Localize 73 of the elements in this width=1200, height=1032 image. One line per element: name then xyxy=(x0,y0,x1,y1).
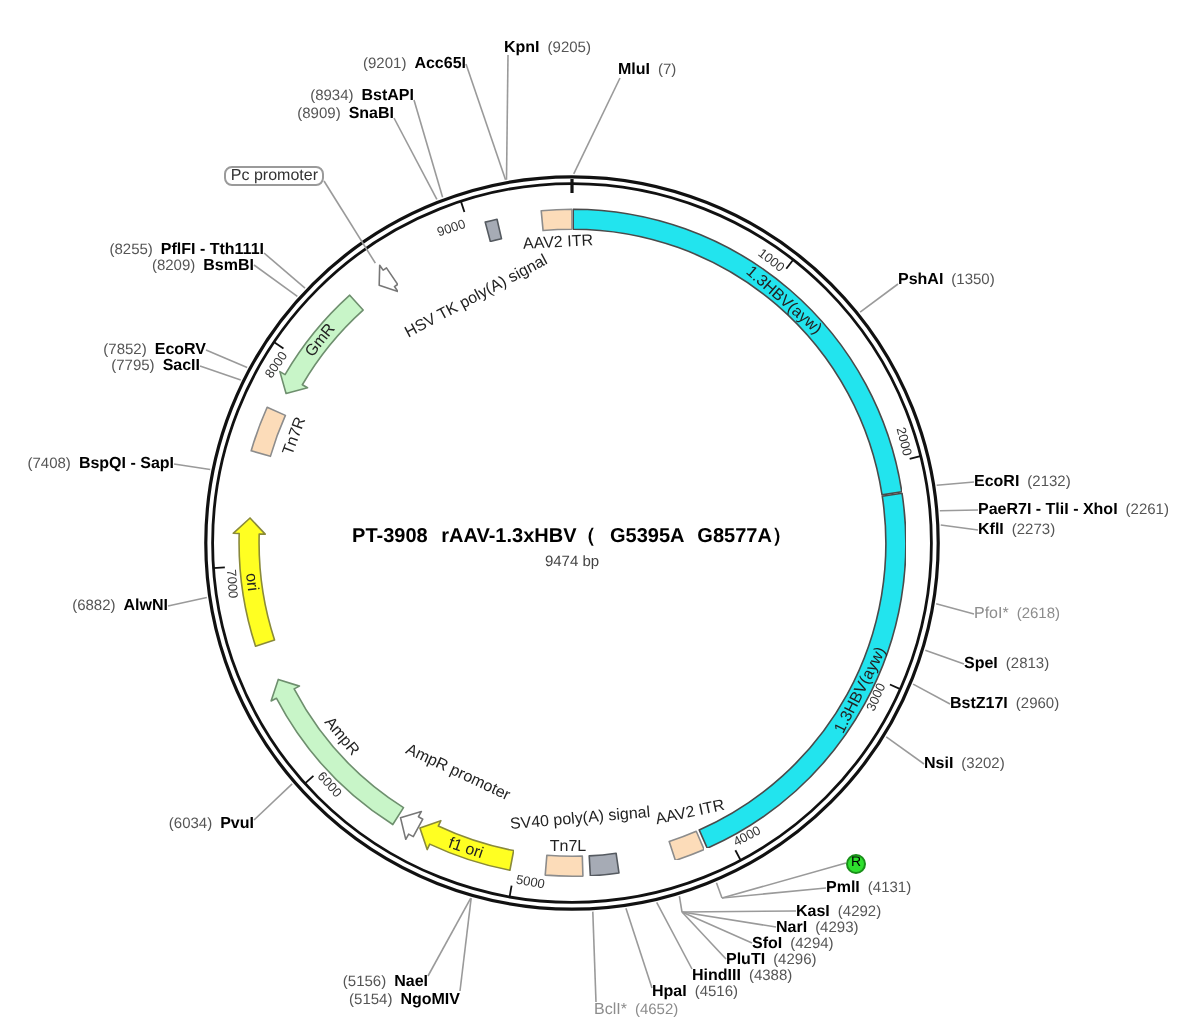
enzyme-name: NsiI xyxy=(924,756,954,772)
leader-line xyxy=(678,895,683,913)
leader-line xyxy=(263,252,306,289)
enzyme-name: SpeI xyxy=(964,656,998,672)
enzyme-name: NarI xyxy=(776,919,808,935)
enzyme-name: EcoRV xyxy=(154,342,206,358)
enzyme-name: SfoI xyxy=(752,935,783,951)
callout-label: Pc promoter xyxy=(224,165,324,185)
leader-line xyxy=(592,910,597,1003)
enzyme-name: PaeR7I - TliI - XhoI xyxy=(978,502,1118,518)
feature-label: AAV2 ITR xyxy=(653,795,727,829)
feature-label: AAV2 ITR xyxy=(522,231,594,253)
feature-label: SV40 poly(A) signal xyxy=(509,802,651,834)
map-title: PT-3908 rAAV-1.3xHBV（ G5395A G8577A） xyxy=(352,526,792,550)
enzyme-name: BspQI - SapI xyxy=(78,456,174,472)
enzyme-name: NaeI xyxy=(394,974,428,990)
leader-line xyxy=(505,54,509,181)
leader-line xyxy=(393,117,438,201)
enzyme-name: AlwNI xyxy=(123,598,168,614)
enzyme-name: HindIII xyxy=(692,967,741,983)
leader-line xyxy=(199,365,242,381)
feature-label: f1 ori xyxy=(447,834,487,863)
leader-line xyxy=(625,907,653,989)
leader-line xyxy=(715,882,723,899)
enzyme-name: SnaBI xyxy=(348,106,394,122)
leader-line xyxy=(253,264,299,298)
leader-line xyxy=(167,596,208,607)
enzyme-name: SacII xyxy=(162,358,200,374)
enzyme-name: EcoRI xyxy=(974,474,1020,490)
enzyme-name: PfoI* xyxy=(974,606,1009,622)
enzyme-name: Acc65I xyxy=(414,56,466,72)
enzyme-name: KflI xyxy=(978,522,1004,538)
leader-line xyxy=(681,911,777,928)
enzyme-name: BclI* xyxy=(594,1002,627,1018)
enzyme-name: PvuI xyxy=(220,816,254,832)
leader-line xyxy=(935,481,975,487)
leader-line xyxy=(885,736,925,765)
leader-line xyxy=(205,349,248,369)
leader-line xyxy=(859,283,899,313)
leader-line xyxy=(413,99,444,198)
leader-line xyxy=(323,180,377,264)
feature-label: ori xyxy=(241,572,262,593)
leader-line xyxy=(939,524,979,531)
leader-line xyxy=(681,911,753,944)
leader-line xyxy=(912,683,951,705)
enzyme-name: BsmBI xyxy=(203,257,254,273)
enzyme-name: PshAI xyxy=(898,272,944,288)
leader-line xyxy=(655,901,693,970)
leader-line xyxy=(572,77,621,175)
enzyme-name: MluI xyxy=(618,62,650,78)
leader-line xyxy=(939,509,979,512)
leader-line xyxy=(935,603,975,615)
leader-line xyxy=(681,910,797,913)
leader-line xyxy=(681,911,727,960)
feature-label: Tn7R xyxy=(279,414,311,458)
enzyme-name: PluTI xyxy=(726,951,766,967)
enzyme-name: BstZ17I xyxy=(950,696,1008,712)
leader-line xyxy=(173,463,211,471)
leader-line xyxy=(253,783,293,821)
enzyme-name: NgoMIV xyxy=(400,991,460,1007)
enzyme-name: BstAPI xyxy=(361,88,414,104)
enzyme-name: HpaI xyxy=(652,984,687,1000)
leader-line xyxy=(465,63,507,181)
feature-label: Tn7L xyxy=(549,836,587,854)
enzyme-name: PmlI xyxy=(826,880,860,896)
enzyme-name: KasI xyxy=(796,903,830,919)
enzyme-name: KpnI xyxy=(504,39,540,55)
leader-line xyxy=(459,897,472,992)
leader-line xyxy=(721,887,827,899)
leader-line xyxy=(924,649,965,665)
leader-line xyxy=(427,897,472,977)
enzyme-name: PflFI - Tth111I xyxy=(160,241,264,257)
leader-line xyxy=(721,862,847,899)
